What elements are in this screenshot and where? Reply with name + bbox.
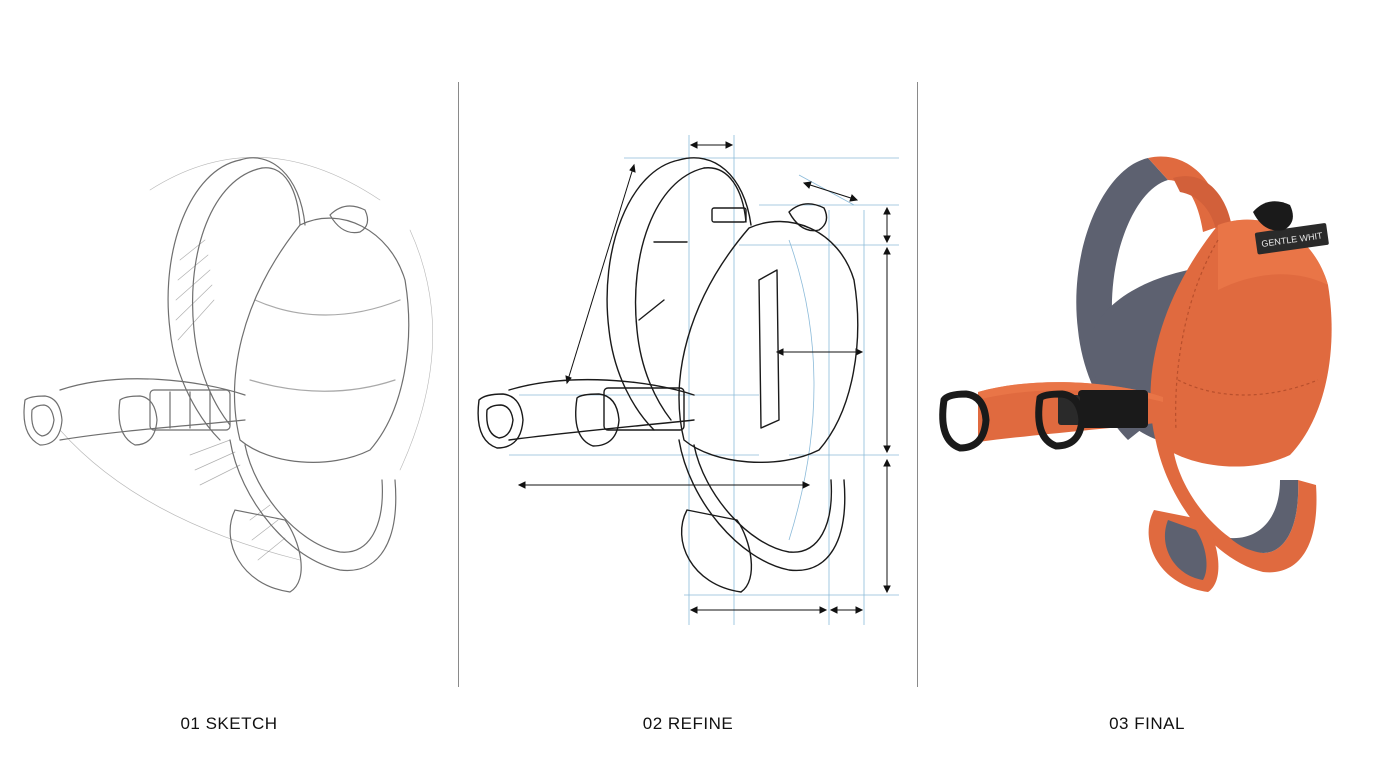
panel-divider — [917, 82, 918, 687]
panel-divider — [458, 82, 459, 687]
sketch-panel — [0, 0, 458, 768]
stage-label-final: 03 FINAL — [1109, 714, 1185, 733]
refine-panel — [459, 0, 917, 768]
final-render: GENTLE WHIT — [939, 156, 1332, 592]
stage-label-refine: 02 REFINE — [642, 714, 734, 733]
stage-label-sketch: 01 SKETCH — [180, 714, 278, 733]
sketch-drawing — [23, 157, 433, 593]
refine-drawing — [477, 135, 899, 625]
final-panel: GENTLE WHIT — [918, 0, 1376, 768]
